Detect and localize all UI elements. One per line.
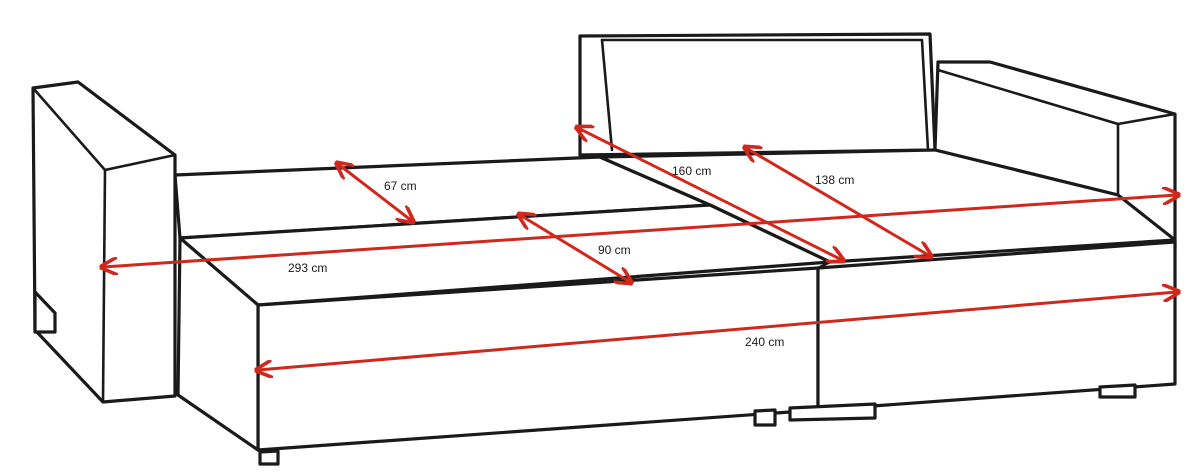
- dim-label-90: 90 cm: [598, 243, 631, 257]
- dim-label-293: 293 cm: [288, 261, 327, 275]
- dim-label-240: 240 cm: [745, 335, 784, 349]
- dim-label-67: 67 cm: [384, 179, 417, 193]
- dimension-labels: 67 cm 160 cm 138 cm 90 cm 293 cm 240 cm: [288, 164, 854, 349]
- dim-arrow-240: [258, 292, 1177, 370]
- dimension-arrows: [103, 128, 1177, 370]
- backrest: [578, 32, 937, 157]
- dim-arrow-293: [103, 195, 1177, 267]
- left-armrest: [31, 80, 177, 404]
- dim-label-160: 160 cm: [672, 164, 711, 178]
- dim-label-138: 138 cm: [815, 173, 854, 187]
- sofa-feet: [258, 383, 1137, 466]
